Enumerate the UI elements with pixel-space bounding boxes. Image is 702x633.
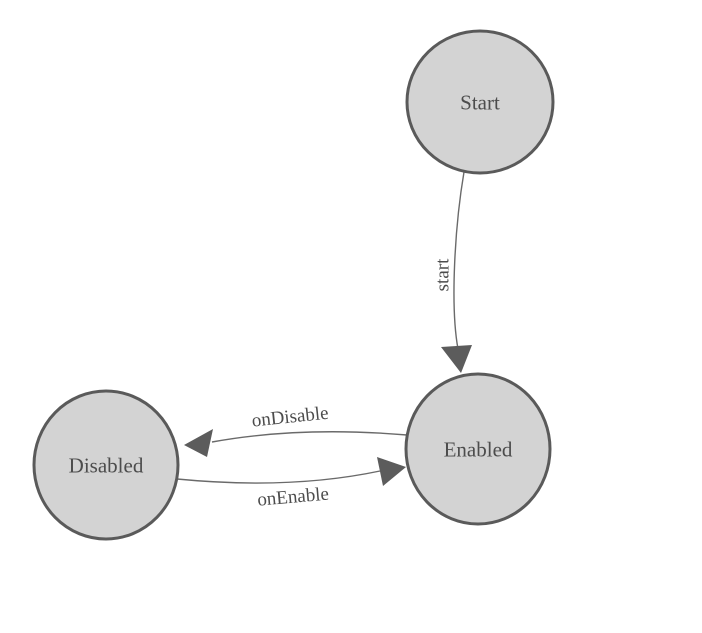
transition-ondisable-line[interactable] [211, 431, 408, 443]
state-node-enabled-circle[interactable] [404, 372, 552, 526]
transition-ondisable[interactable]: onDisable [184, 403, 408, 457]
arrowhead-icon [441, 345, 472, 373]
state-node-start-label: Start [460, 90, 500, 114]
transition-onenable[interactable]: onEnable [176, 457, 406, 511]
transition-start[interactable]: start [433, 171, 472, 373]
state-node-start-circle[interactable] [405, 29, 555, 175]
transition-start-line[interactable] [453, 171, 465, 350]
arrowhead-icon [184, 429, 213, 457]
state-node-disabled[interactable]: Disabled [32, 389, 180, 541]
transition-start-label: start [433, 258, 454, 291]
state-node-enabled[interactable]: Enabled [404, 372, 552, 526]
arrowhead-icon [377, 457, 406, 486]
state-node-enabled-label: Enabled [444, 437, 513, 461]
transition-onenable-label: onEnable [256, 484, 329, 511]
transition-ondisable-label: onDisable [251, 403, 330, 432]
state-node-disabled-circle[interactable] [32, 389, 180, 541]
transition-onenable-line[interactable] [176, 470, 381, 484]
state-node-disabled-label: Disabled [69, 453, 144, 477]
state-node-start[interactable]: Start [405, 29, 555, 175]
